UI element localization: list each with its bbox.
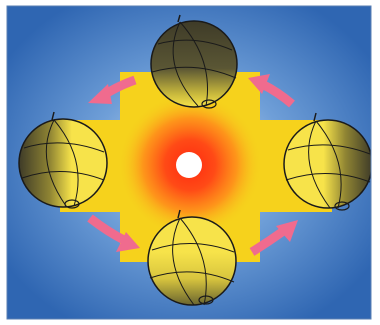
sun-icon bbox=[176, 152, 202, 178]
